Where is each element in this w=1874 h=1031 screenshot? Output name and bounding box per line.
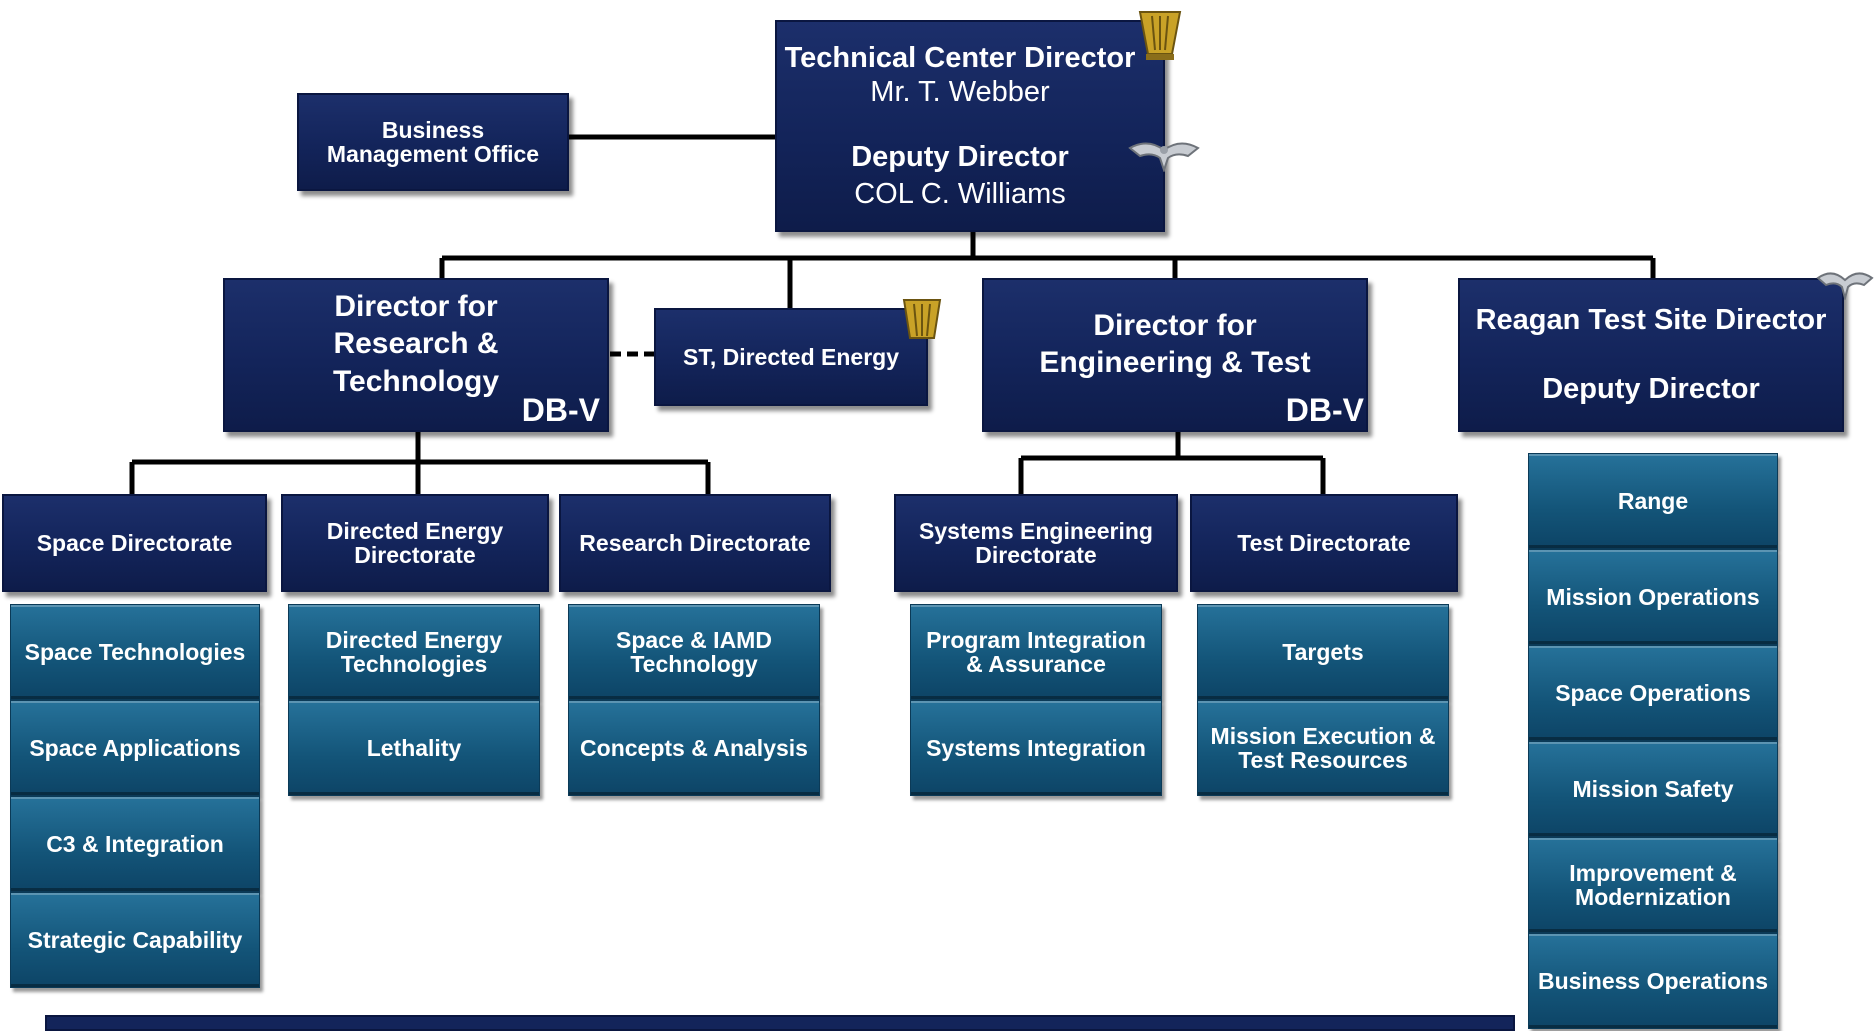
directed-energy-directorate-box: Directed Energy Directorate: [281, 494, 549, 592]
targets-label: Targets: [1282, 638, 1364, 665]
division-box: Directed Energy Technologies: [288, 604, 540, 700]
division-box: Space & IAMD Technology: [568, 604, 820, 700]
space-technologies-label: Space Technologies: [24, 638, 246, 665]
director-engineering-test-grade: DB-V: [1285, 392, 1364, 428]
space-directorate-units: Space Technologies Space Applications C3…: [10, 604, 260, 988]
director-engineering-test-title: Director for Engineering & Test: [1039, 308, 1311, 380]
research-units: Space & IAMD Technology Concepts & Analy…: [568, 604, 820, 796]
colonel-eagle-icon: [1128, 142, 1200, 172]
division-box: C3 & Integration: [10, 796, 260, 892]
mission-execution-test-resources-label: Mission Execution & Test Resources: [1210, 722, 1436, 773]
footer-bar: [45, 1015, 1515, 1031]
deputy-director-name: COL C. Williams: [854, 177, 1066, 210]
division-box: Improvement & Modernization: [1528, 837, 1778, 933]
division-box: Strategic Capability: [10, 892, 260, 988]
director-research-technology-box: Director for Research & Technology: [223, 278, 609, 432]
st-directed-energy-label: ST, Directed Energy: [682, 343, 900, 370]
strategic-capability-label: Strategic Capability: [27, 926, 243, 953]
division-box: Space Operations: [1528, 645, 1778, 741]
lethality-label: Lethality: [366, 734, 462, 761]
space-directorate-box: Space Directorate: [2, 494, 267, 592]
division-box: Space Applications: [10, 700, 260, 796]
test-directorate-box: Test Directorate: [1190, 494, 1458, 592]
technical-center-director-box: Technical Center Director Mr. T. Webber …: [775, 20, 1165, 232]
division-box: Mission Operations: [1528, 549, 1778, 645]
reagan-deputy-director-title: Deputy Director: [1542, 373, 1760, 406]
space-iamd-technology-label: Space & IAMD Technology: [616, 626, 772, 677]
business-operations-label: Business Operations: [1537, 967, 1769, 994]
range-label: Range: [1617, 487, 1689, 514]
deputy-director-title: Deputy Director: [851, 141, 1069, 173]
top-director-title: Technical Center Director: [784, 41, 1136, 74]
division-box: Targets: [1197, 604, 1449, 700]
business-management-office-box: Business Management Office: [297, 93, 569, 191]
space-applications-label: Space Applications: [29, 734, 241, 761]
business-management-office-label: Business Management Office: [326, 116, 540, 167]
ses-insignia-icon: [1138, 11, 1182, 60]
research-directorate-box: Research Directorate: [559, 494, 831, 592]
mission-safety-label: Mission Safety: [1572, 775, 1734, 802]
program-integration-assurance-label: Program Integration & Assurance: [926, 626, 1146, 677]
division-box: Mission Safety: [1528, 741, 1778, 837]
directed-energy-directorate-label: Directed Energy Directorate: [326, 517, 504, 568]
director-research-technology-title: Director for Research & Technology: [332, 289, 500, 398]
reagan-test-site-units: Range Mission Operations Space Operation…: [1528, 453, 1778, 1029]
division-box: Range: [1528, 453, 1778, 549]
mission-operations-label: Mission Operations: [1546, 583, 1760, 610]
research-directorate-label: Research Directorate: [579, 529, 811, 556]
director-research-technology-grade: DB-V: [521, 392, 600, 428]
st-insignia-icon: [902, 299, 942, 339]
directed-energy-technologies-label: Directed Energy Technologies: [325, 626, 503, 677]
colonel-eagle-icon: [1816, 272, 1874, 300]
systems-integration-label: Systems Integration: [926, 734, 1146, 761]
division-box: Space Technologies: [10, 604, 260, 700]
space-directorate-label: Space Directorate: [36, 529, 233, 556]
space-operations-label: Space Operations: [1555, 679, 1751, 706]
division-box: Mission Execution & Test Resources: [1197, 700, 1449, 796]
systems-engineering-directorate-label: Systems Engineering Directorate: [919, 517, 1153, 568]
top-director-name: Mr. T. Webber: [870, 76, 1050, 109]
c3-integration-label: C3 & Integration: [46, 830, 224, 857]
systems-engineering-units: Program Integration & Assurance Systems …: [910, 604, 1162, 796]
division-box: Business Operations: [1528, 933, 1778, 1029]
systems-engineering-directorate-box: Systems Engineering Directorate: [894, 494, 1178, 592]
division-box: Lethality: [288, 700, 540, 796]
directed-energy-units: Directed Energy Technologies Lethality: [288, 604, 540, 796]
division-box: Program Integration & Assurance: [910, 604, 1162, 700]
test-directorate-label: Test Directorate: [1237, 529, 1411, 556]
reagan-test-site-director-box: Reagan Test Site Director Deputy Directo…: [1458, 278, 1844, 432]
reagan-test-site-director-title: Reagan Test Site Director: [1475, 304, 1827, 337]
improvement-modernization-label: Improvement & Modernization: [1569, 859, 1737, 910]
division-box: Concepts & Analysis: [568, 700, 820, 796]
st-directed-energy-box: ST, Directed Energy: [654, 308, 928, 406]
concepts-analysis-label: Concepts & Analysis: [580, 734, 808, 761]
test-units: Targets Mission Execution & Test Resourc…: [1197, 604, 1449, 796]
director-engineering-test-box: Director for Engineering & Test: [982, 278, 1368, 432]
division-box: Systems Integration: [910, 700, 1162, 796]
